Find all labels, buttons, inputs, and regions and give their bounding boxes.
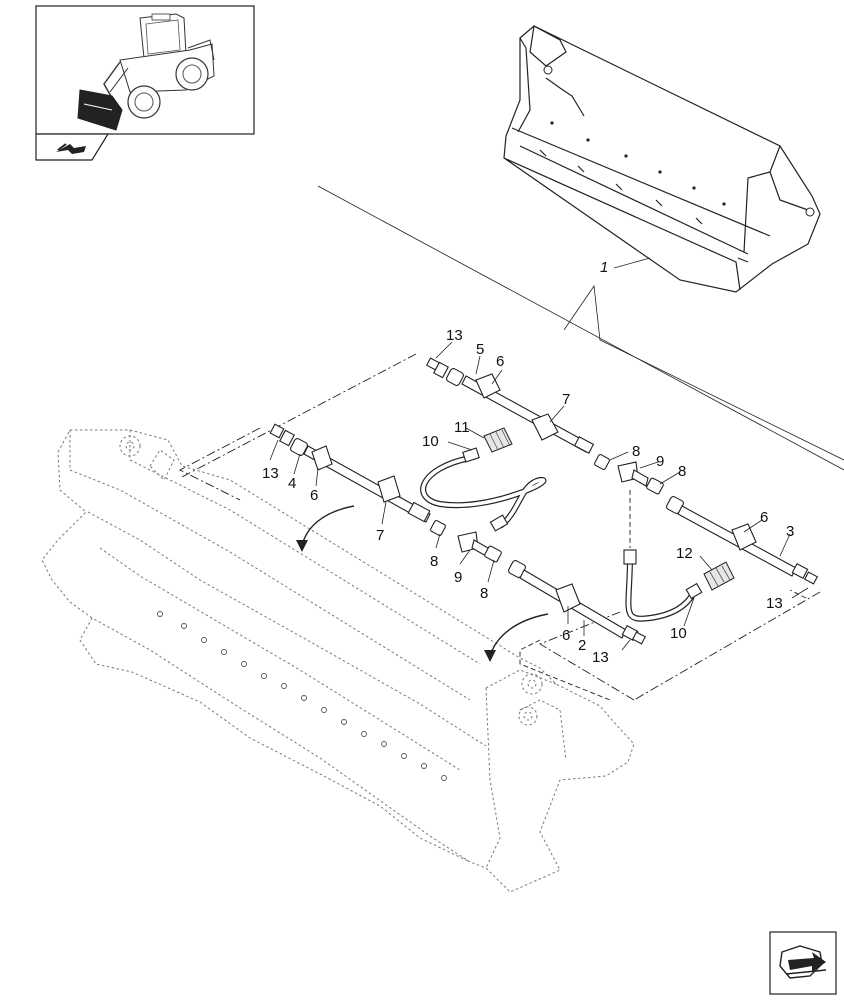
part-label-13: 13 — [262, 465, 279, 482]
coupler-12 — [703, 561, 735, 591]
part-label-2: 2 — [578, 637, 586, 654]
part-label-6: 6 — [760, 509, 768, 526]
part-label-6: 6 — [496, 353, 504, 370]
lower-grease-line — [269, 423, 431, 523]
locator-thumbnail — [35, 5, 255, 161]
part-label-8: 8 — [678, 463, 686, 480]
part-label-4: 4 — [288, 475, 296, 492]
part-label-3: 3 — [786, 523, 794, 540]
part-label-6: 6 — [562, 627, 570, 644]
part-label-8: 8 — [632, 443, 640, 460]
fitting-8-9-right — [594, 454, 664, 495]
hose-10-upper — [420, 447, 547, 532]
wheel-loader-icon — [77, 13, 215, 131]
hose-10-lower — [623, 549, 703, 622]
part-label-12: 12 — [676, 545, 693, 562]
part-label-13: 13 — [446, 327, 463, 344]
leader-lines — [269, 341, 809, 651]
part-label-9: 9 — [454, 569, 462, 586]
part-label-8: 8 — [480, 585, 488, 602]
part-label-6: 6 — [310, 487, 318, 504]
rotation-arrow-icon — [484, 613, 549, 662]
part-label-11: 11 — [454, 419, 470, 436]
bucket-outline-ghost — [41, 429, 635, 893]
rotation-arrow-icon — [296, 505, 355, 552]
part-label-7: 7 — [562, 391, 570, 408]
next-arrow-icon[interactable] — [769, 931, 837, 995]
right-grease-line — [666, 496, 819, 585]
part-label-7: 7 — [376, 527, 384, 544]
part-label-8: 8 — [430, 553, 438, 570]
bucket-reference — [503, 25, 821, 293]
coupler-11 — [483, 427, 513, 453]
center-grease-line — [508, 560, 647, 645]
part-label-5: 5 — [476, 341, 484, 358]
part-label-13: 13 — [766, 595, 783, 612]
part-label-10: 10 — [422, 433, 439, 450]
part-label-13: 13 — [592, 649, 609, 666]
part-label-10: 10 — [670, 625, 687, 642]
fitting-8-9-left — [430, 520, 502, 563]
part-label-1: 1 — [600, 259, 608, 276]
back-arrow-icon[interactable] — [56, 143, 86, 154]
part-label-9: 9 — [656, 453, 664, 470]
part-labels: 1 13 5 6 7 11 10 8 9 8 13 4 6 6 3 7 12 8… — [262, 259, 794, 666]
